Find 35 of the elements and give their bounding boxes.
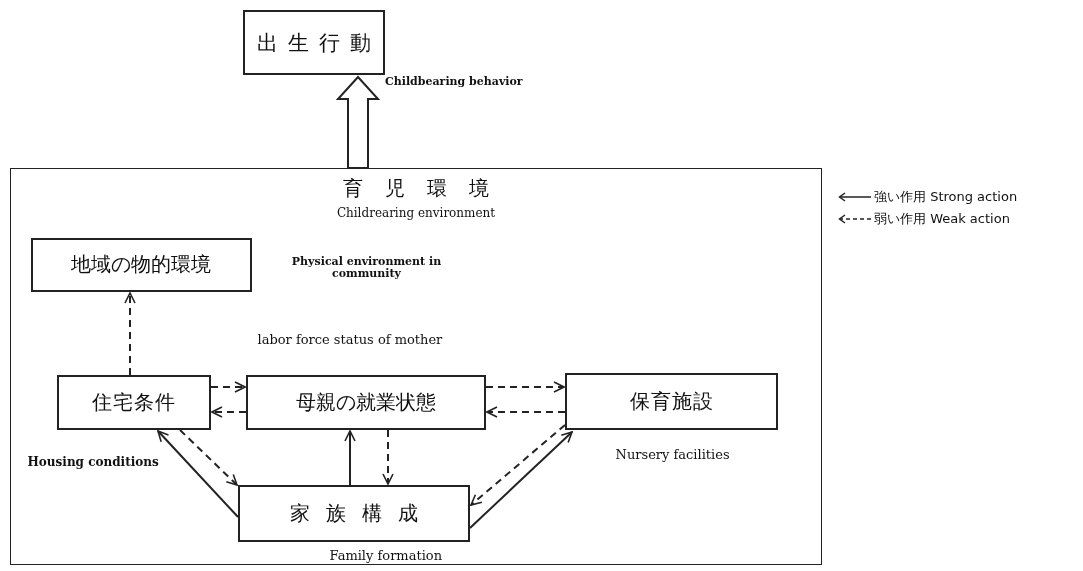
node-subtitle: Childrearing environment xyxy=(336,206,496,220)
english-caption: Physical environment in community xyxy=(290,255,443,280)
node-title: 母親の就業状態 xyxy=(295,388,436,416)
node-box xyxy=(56,374,211,430)
node-title: 家族構成 xyxy=(288,499,434,527)
english-caption: labor force status of mother xyxy=(257,332,443,347)
environment-frame xyxy=(10,168,822,565)
node-box xyxy=(243,10,385,75)
arrow xyxy=(382,429,394,485)
hollow-arrow xyxy=(335,75,381,169)
arrow xyxy=(157,430,239,518)
arrow xyxy=(469,431,573,529)
legend-label: 強い作用 Strong action xyxy=(874,188,1018,206)
node-title: 地域の物的環境 xyxy=(71,251,211,278)
english-caption: Nursery facilities xyxy=(615,447,730,462)
arrow xyxy=(211,406,247,418)
arrow xyxy=(210,381,246,393)
node-box xyxy=(564,372,778,430)
arrow xyxy=(470,424,566,506)
arrow xyxy=(486,406,566,418)
english-caption: Family formation xyxy=(329,548,443,563)
node-box xyxy=(245,374,486,430)
english-caption: Housing conditions xyxy=(27,455,159,469)
arrow xyxy=(179,429,238,486)
arrow xyxy=(344,430,356,486)
legend-label: 弱い作用 Weak action xyxy=(874,210,1010,228)
arrow xyxy=(485,381,565,393)
english-caption: Childbearing behavior xyxy=(385,76,523,89)
node-box xyxy=(237,484,470,542)
node-title: 出生行動 xyxy=(256,29,381,57)
node-title: 育児環境 xyxy=(342,175,511,202)
arrow xyxy=(124,292,136,376)
node-title: 住宅条件 xyxy=(91,388,176,416)
node-title: 保育施設 xyxy=(628,387,714,415)
node-box xyxy=(30,237,252,292)
